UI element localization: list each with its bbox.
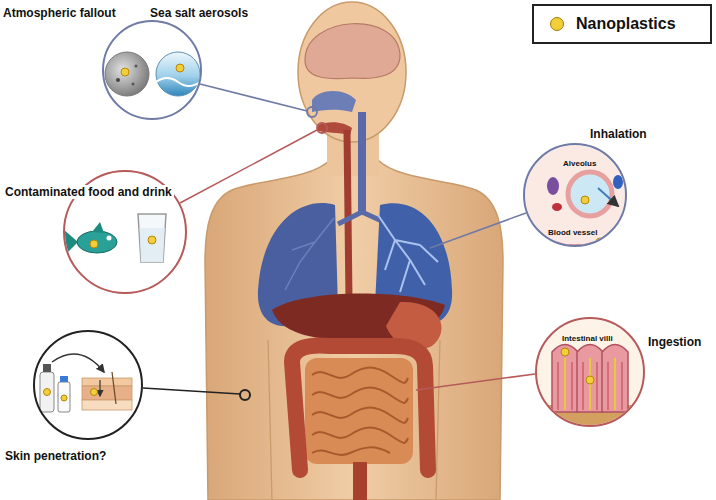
background: [35, 332, 141, 438]
entry-ring: [307, 107, 317, 117]
dermis: [82, 386, 132, 400]
rectum: [353, 462, 367, 500]
small-intestine: [305, 358, 413, 464]
label-anchor: Alveolus: [563, 152, 596, 170]
epidermis: [82, 378, 132, 386]
head: [298, 2, 406, 142]
cell: [552, 203, 562, 211]
fish-eye: [107, 236, 112, 241]
route-heading: Inhalation: [590, 127, 647, 141]
wave: [156, 78, 200, 86]
legend-entry: Nanoplastics: [550, 15, 676, 33]
intestine-coil: [312, 368, 408, 455]
leader-line: [200, 84, 307, 111]
cream-tube: [58, 382, 70, 412]
nanoplastic-dot: [561, 348, 569, 356]
bronchial-tree: [378, 215, 438, 292]
entry-ring: [240, 390, 250, 400]
speck: [132, 83, 135, 86]
label-anchor: Intestinal villi: [562, 327, 613, 345]
part-label: Blood vessel: [548, 228, 597, 237]
label-anchor: Contaminated food and drink: [3, 182, 174, 200]
entry-ring: [317, 123, 327, 133]
source-heading: Sea salt aerosols: [150, 6, 248, 20]
nanoplastic-dot: [44, 389, 51, 396]
cell: [547, 177, 559, 195]
nanoplastic-dot: [91, 389, 98, 396]
nanoplastic-dot: [90, 240, 98, 248]
bottle-cap: [43, 364, 51, 372]
bronchus: [338, 212, 384, 224]
speck: [116, 78, 120, 82]
trachea: [358, 112, 366, 212]
fish-fin: [92, 222, 104, 233]
leader-line: [416, 374, 535, 390]
diffusion-arrow: [598, 188, 618, 206]
label-anchor: Skin penetration?: [5, 446, 106, 464]
route-heading: Skin penetration?: [5, 449, 106, 463]
water: [140, 228, 165, 262]
leader-lines: [143, 84, 535, 400]
human-body: [205, 2, 503, 500]
part-label: Intestinal villi: [562, 334, 613, 343]
label-anchor: Atmospheric fallout: [3, 3, 116, 21]
source-heading: Atmospheric fallout: [3, 6, 116, 20]
nanoplastic-dot: [148, 236, 156, 244]
speck: [135, 65, 138, 68]
label-anchor: Blood vessel: [548, 221, 597, 239]
label-anchor: Sea salt aerosols: [150, 3, 248, 21]
nanoplastic-dot: [121, 68, 129, 76]
penetration-arrow: [99, 380, 100, 396]
exposure-circle: InhalationAlveolusBlood vessel: [523, 143, 627, 247]
aerosol-inset: [104, 22, 200, 118]
sea-spray: [156, 52, 200, 96]
background: [537, 319, 643, 425]
legend-box: Nanoplastics: [532, 4, 712, 44]
leader-line: [143, 388, 240, 394]
glass: [138, 214, 166, 262]
source-heading: Contaminated food and drink: [3, 185, 174, 199]
nasal-cavity: [312, 91, 356, 112]
fallout-sample: [105, 52, 149, 96]
background: [525, 145, 625, 245]
nanoplastic-dot: [581, 196, 589, 204]
nanoplastic-dot: [596, 238, 604, 246]
nanoplastic-dot: [586, 376, 594, 384]
villi-inset: [535, 319, 645, 430]
nanoplastic-dot: [176, 64, 184, 72]
nanoplastic-dot: [61, 395, 67, 401]
large-intestine: [292, 345, 428, 470]
background: [104, 22, 200, 118]
fish-tail: [64, 230, 78, 254]
part-label: Alveolus: [563, 159, 596, 168]
hypodermis: [82, 400, 132, 410]
arm-line: [268, 340, 440, 500]
capillary: [558, 362, 622, 410]
alveolus-inset: [525, 145, 625, 249]
tube-cap: [60, 376, 68, 382]
skin-inset: [35, 332, 141, 438]
exposure-circle: IngestionIntestinal villi: [535, 317, 645, 427]
exposure-circle: Contaminated food and drink: [63, 170, 187, 294]
torso: [205, 160, 503, 500]
fish: [77, 231, 117, 253]
legend-swatch: [550, 17, 564, 31]
esophagus: [347, 130, 349, 300]
leader-line: [430, 213, 526, 248]
hair: [112, 372, 116, 404]
application-arrow: [52, 354, 104, 372]
bronchial-tree: [285, 218, 334, 290]
label-anchor: Ingestion: [648, 332, 701, 350]
lotion-bottle: [40, 372, 54, 412]
leader-line: [180, 130, 317, 203]
legend-label: Nanoplastics: [576, 15, 676, 33]
exposure-circle: Atmospheric falloutSea salt aerosols: [102, 20, 202, 120]
label-anchor: Inhalation: [590, 124, 647, 142]
cell: [613, 175, 623, 189]
route-heading: Ingestion: [648, 335, 701, 349]
exposure-circle: Skin penetration?: [33, 330, 143, 440]
brain: [305, 24, 400, 79]
